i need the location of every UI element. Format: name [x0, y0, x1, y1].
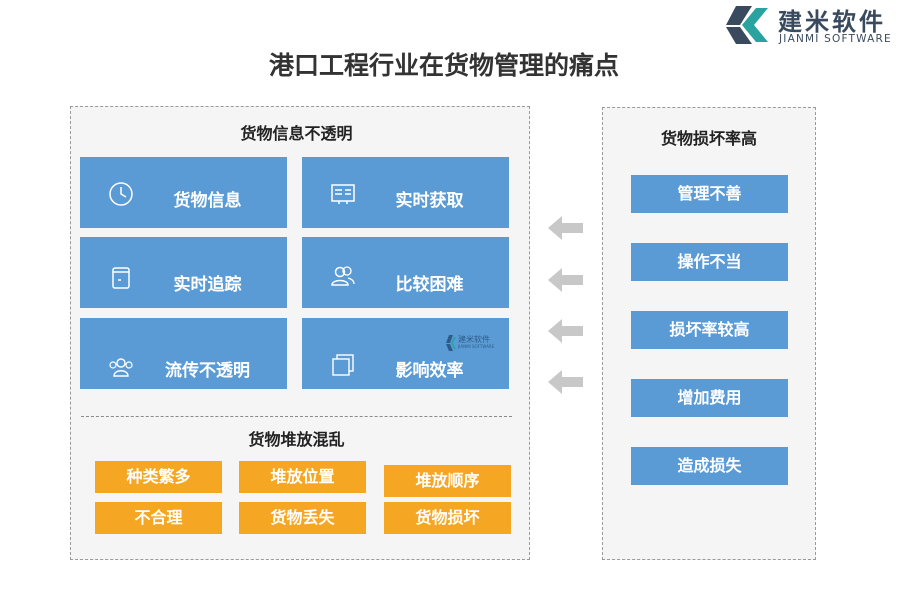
logo-name-cn: 建米软件 [778, 8, 886, 36]
stack-section-title: 货物堆放混乱 [248, 430, 345, 449]
left-arrow-icon [548, 268, 583, 292]
logo-name-en: JIANMI SOFTWARE [779, 33, 892, 45]
stack-tag: 不合理 [95, 502, 222, 534]
info-card-label: 比较困难 [395, 275, 464, 295]
info-card-label: 影响效率 [395, 361, 464, 381]
watermark-name-cn: 建米软件 [458, 335, 490, 344]
watermark-logo-icon [446, 335, 456, 351]
stack-tag: 种类繁多 [95, 461, 222, 493]
damage-item: 操作不当 [631, 243, 788, 281]
left-arrow-icon [548, 319, 583, 343]
info-card: 实时追踪 [80, 237, 287, 308]
info-card: 影响效率 [302, 318, 509, 389]
info-card: 流传不透明 [80, 318, 287, 389]
info-card: 比较困难 [302, 237, 509, 308]
info-card: 实时获取 [302, 157, 509, 228]
info-card-label: 货物信息 [173, 191, 242, 211]
damage-item: 管理不善 [631, 175, 788, 213]
brand-logo: 建米软件 JIANMI SOFTWARE [722, 2, 898, 48]
damage-item: 增加费用 [631, 379, 788, 417]
windows-icon [332, 354, 354, 376]
damage-item: 造成损失 [631, 447, 788, 485]
stack-tag: 堆放位置 [239, 461, 366, 493]
clock-icon [109, 182, 133, 206]
stack-tag: 堆放顺序 [384, 465, 511, 497]
group-icon [109, 358, 133, 377]
info-card-label: 实时追踪 [173, 275, 242, 295]
info-card-label: 流传不透明 [165, 361, 250, 381]
page-title: 港口工程行业在货物管理的痛点 [268, 51, 619, 80]
damage-item: 损坏率较高 [631, 311, 788, 349]
stack-tag: 货物丢失 [239, 502, 366, 534]
users-icon [331, 266, 355, 286]
section-divider [81, 416, 512, 417]
left-arrow-icon [548, 216, 583, 240]
id-card-icon [331, 184, 355, 204]
left-arrow-icon [548, 370, 583, 394]
watermark-name-en: JIANMI SOFTWARE [458, 344, 495, 349]
info-card: 货物信息 [80, 157, 287, 228]
info-card-label: 实时获取 [395, 191, 464, 211]
damage-section-title: 货物损坏率高 [660, 129, 757, 148]
info-section-title: 货物信息不透明 [240, 124, 353, 143]
watermark: 建米软件 JIANMI SOFTWARE [446, 334, 506, 354]
stack-tag: 货物损坏 [384, 502, 511, 534]
document-icon [112, 267, 130, 289]
logo-mark-icon [726, 6, 768, 44]
